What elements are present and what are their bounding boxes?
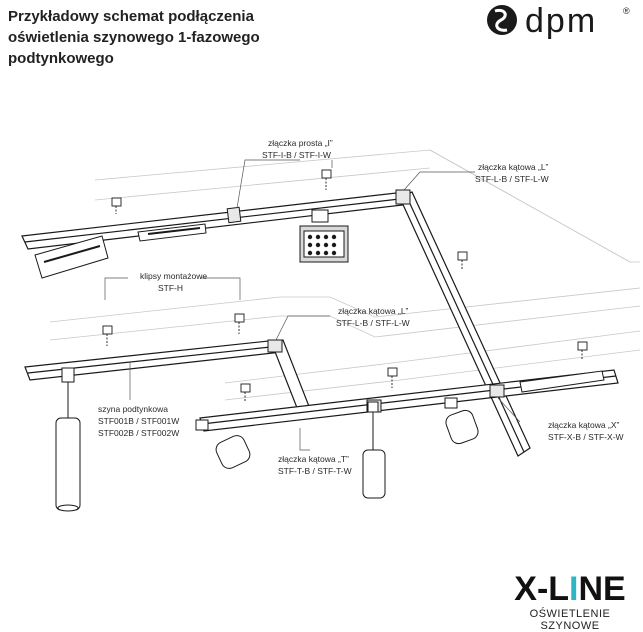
callout-t-code: STF-T-B / STF-T-W [278,466,352,476]
callout-corner-mid-title: złączka kątowa „L” [338,306,409,316]
title-line-2: oświetlenia szynowego 1-fazowego [8,29,260,46]
clip-icon [234,313,245,334]
x-line-subtitle: OŚWIETLENIE SZYNOWE [529,608,611,632]
callout-x-connector: złączka kątowa „X” STF-X-B / STF-X-W [548,420,624,442]
callout-straight-connector: złączka prosta „I” STF-I-B / STF-I-W [262,138,333,160]
x-line-accent-i: I [569,570,579,608]
callout-clips-code: STF-H [158,283,183,293]
callout-corner-top-title: złączka kątowa „L” [478,162,549,172]
connector-x [489,384,505,398]
clip-icon [111,197,122,214]
x-line-logo: X-LINE OŚWIETLENIE SZYNOWE [500,572,640,632]
linear-light-upper [137,223,207,242]
callout-mounting-clips: klipsy montażowe STF-H [140,271,207,293]
callout-rail-code-2: STF002B / STF002W [98,428,179,438]
spotlight-right [444,397,479,445]
connector-corner-l-mid [267,339,283,353]
mounting-clip-icons [102,169,588,402]
callout-straight-code: STF-I-B / STF-I-W [262,150,331,160]
registered-mark: ® [623,6,630,16]
connector-straight-i [226,206,242,224]
floodlight-fixture [299,209,349,263]
callout-rail-code-1: STF001B / STF001W [98,416,179,426]
x-line-wordmark: X-LINE [500,572,640,606]
dpm-swirl-icon [487,5,517,35]
callout-x-code: STF-X-B / STF-X-W [548,432,624,442]
callout-corner-top-code: STF-L-B / STF-L-W [475,174,549,184]
callout-x-title: złączka kątowa „X” [548,420,619,430]
linear-light-lower [519,370,605,393]
callout-t-connector: złączka kątowa „T” STF-T-B / STF-T-W [278,454,352,476]
pendant-light-left [55,367,81,512]
clip-icon [102,325,113,346]
clip-icon [457,251,468,270]
title-line-3: podtynkowego [8,50,114,67]
rail-upper [21,191,412,250]
callout-clips-title: klipsy montażowe [140,271,207,281]
clip-icon [321,169,332,190]
callout-t-title: złączka kątowa „T” [278,454,349,464]
clip-icon [387,367,398,388]
leader-lines [104,159,521,451]
spotlight-left [195,419,251,469]
connector-corner-l-top [395,189,411,205]
callout-corner-mid-code: STF-L-B / STF-L-W [336,318,410,328]
pendant-light-right [362,401,386,499]
clip-icon [240,383,251,402]
callout-corner-mid: złączka kątowa „L” STF-L-B / STF-L-W [336,306,410,328]
x-line-suffix: NE [578,570,626,608]
callout-corner-top: złączka kątowa „L” STF-L-B / STF-L-W [475,162,549,184]
title-line-1: Przykładowy schemat podłączenia [8,8,254,25]
linear-light-left [34,235,109,279]
callout-recessed-rail: szyna podtynkowa STF001B / STF001W STF00… [98,404,179,438]
callout-straight-title: złączka prosta „I” [268,138,333,148]
diagram-title: Przykładowy schemat podłączenia oświetle… [8,6,308,69]
dpm-logo: dpm ® [487,2,630,40]
dpm-logo-text: dpm [525,2,597,40]
callout-rail-title: szyna podtynkowa [98,404,168,414]
x-line-prefix: X-L [514,570,570,608]
clip-icon [577,341,588,360]
